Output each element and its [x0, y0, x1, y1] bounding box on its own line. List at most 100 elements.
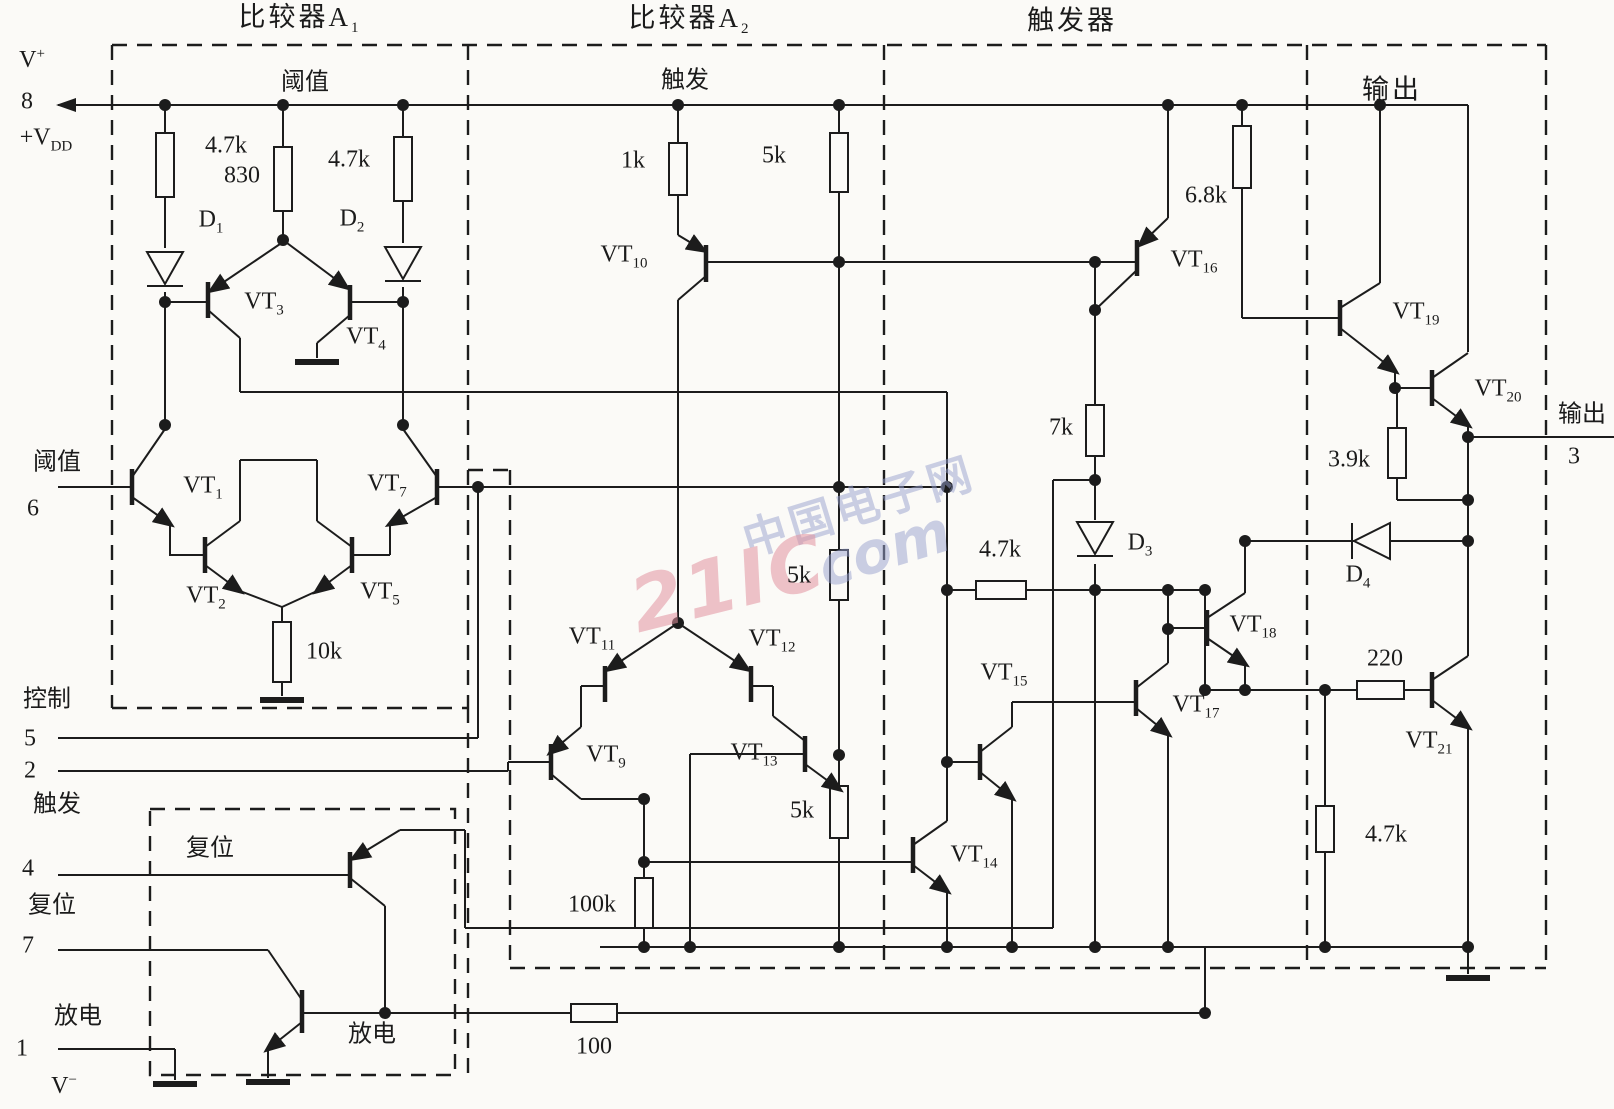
diode-d2 [383, 246, 423, 282]
ref-vt4: VT4 [346, 323, 386, 354]
ref-vt16: VT16 [1170, 246, 1218, 277]
ref-d1: D1 [198, 206, 224, 237]
transistor-vt21 [1429, 655, 1473, 731]
pin-label-output: 输出 [1558, 401, 1606, 428]
value-5k-a: 5k [762, 142, 786, 169]
resistor-100 [570, 1003, 618, 1023]
ref-vt1: VT1 [183, 472, 223, 503]
resistor-4_7k-b [393, 136, 413, 202]
transistor-vt18 [1204, 592, 1250, 668]
transistors [129, 217, 1473, 1053]
ref-vt14: VT14 [950, 841, 998, 872]
value-10k: 10k [306, 638, 342, 665]
resistor-6_8k [1232, 125, 1252, 189]
value-220: 220 [1367, 645, 1403, 672]
value-5k-c: 5k [790, 797, 814, 824]
value-4_7k-a: 4.7k [205, 132, 247, 159]
resistor-220 [1356, 680, 1405, 700]
transistor-vt12 [677, 622, 754, 702]
value-7k: 7k [1049, 414, 1073, 441]
value-4_7k-c: 4.7k [979, 536, 1021, 563]
ref-vt18: VT18 [1229, 611, 1277, 642]
pin-label-control: 控制 [23, 686, 71, 713]
pin-number-7: 7 [22, 932, 34, 959]
transistor-vt16 [1094, 217, 1169, 311]
transistor-vt3 [205, 241, 284, 339]
pin-label-reset: 复位 [28, 892, 76, 919]
ref-vt20: VT20 [1474, 375, 1522, 406]
resistor-7k [1085, 404, 1105, 457]
pin-label-vplus: V+ [19, 46, 45, 73]
resistor-5k-a [829, 132, 849, 193]
ground-symbols [153, 359, 1490, 1087]
transistor-v2 [202, 520, 245, 595]
ref-d4: D4 [1345, 561, 1371, 592]
ref-vt9: VT9 [586, 741, 626, 772]
pin-number-2: 2 [24, 757, 36, 784]
transistor-vt4 [282, 239, 353, 344]
section-title-flipflop: 触发器 [1027, 5, 1117, 36]
net-label-threshold-top: 阈值 [281, 69, 329, 96]
ref-d3: D3 [1127, 529, 1153, 560]
transistor-vt1 [129, 428, 175, 528]
transistor-vt13 [802, 736, 844, 793]
ref-vt3: VT3 [244, 288, 284, 319]
wires [56, 98, 1614, 1080]
ref-vt15: VT15 [980, 659, 1028, 690]
resistor-4_7k-d [1315, 805, 1335, 853]
ref-vt2: VT2 [186, 582, 226, 613]
ref-vt11: VT11 [568, 623, 616, 654]
transistor-vt5 [312, 520, 355, 595]
pin-number-1: 1 [16, 1035, 28, 1062]
ref-vt17: VT17 [1172, 691, 1220, 722]
diode-d1 [145, 251, 185, 287]
transistor-vt10 [677, 234, 709, 282]
transistor-vt8 [347, 829, 401, 888]
resistor-5k-c [829, 785, 849, 839]
resistor-5k-b [829, 549, 849, 601]
diodes [145, 246, 1391, 561]
transistor-vt17 [1133, 662, 1173, 738]
transistor-vt6 [263, 990, 305, 1053]
transistor-vt20 [1429, 352, 1473, 429]
pin-label-threshold: 阈值 [33, 449, 81, 476]
value-1k: 1k [621, 147, 645, 174]
resistor-1k [668, 142, 688, 196]
resistors [155, 125, 1407, 1023]
transistor-vt7 [384, 428, 440, 527]
resistor-830 [273, 146, 293, 212]
pin-number-3: 3 [1568, 443, 1580, 470]
value-5k-b: 5k [787, 562, 811, 589]
ref-vt5: VT5 [360, 578, 400, 609]
resistor-4_7k-a [155, 132, 175, 198]
value-4_7k-d: 4.7k [1365, 821, 1407, 848]
transistor-vt9 [546, 726, 582, 800]
pin-number-5: 5 [24, 725, 36, 752]
ref-vt10: VT10 [600, 241, 648, 272]
pin-label-trigger: 触发 [33, 791, 81, 818]
ref-vt19: VT19 [1392, 298, 1440, 329]
pin-number-4: 4 [22, 855, 34, 882]
value-4_7k-b: 4.7k [328, 146, 370, 173]
ref-vt7: VT7 [367, 470, 407, 501]
value-100: 100 [576, 1033, 612, 1060]
net-label-reset-box: 复位 [186, 835, 234, 862]
transistor-vt19 [1337, 282, 1400, 375]
ref-d2: D2 [339, 205, 365, 236]
value-6_8k: 6.8k [1185, 182, 1227, 209]
ref-vt13: VT13 [730, 739, 778, 770]
pin-label-discharge: 放电 [54, 1003, 102, 1030]
junction-dots [159, 99, 1474, 1019]
value-3_9k: 3.9k [1328, 446, 1370, 473]
ref-vt21: VT21 [1405, 727, 1453, 758]
resistor-3_9k [1387, 427, 1407, 479]
section-title-comparator-a2: 比较器A2 [628, 2, 752, 38]
transistor-vt14 [910, 820, 952, 895]
ref-vt12: VT12 [748, 625, 796, 656]
resistor-10k [272, 621, 292, 683]
resistor-100k [634, 877, 654, 929]
section-title-output: 输出 [1362, 74, 1422, 105]
value-100k: 100k [568, 891, 616, 918]
